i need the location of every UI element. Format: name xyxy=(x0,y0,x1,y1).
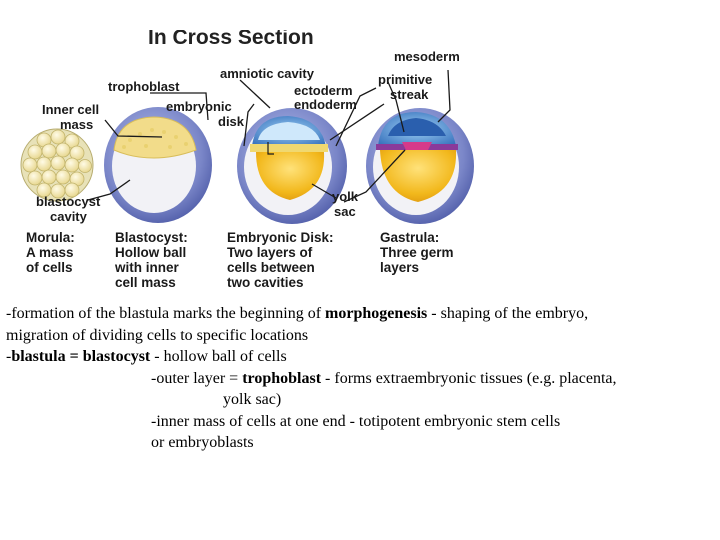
figure-title-cut: In Cross Section xyxy=(148,30,314,46)
text-line-7: or embryoblasts xyxy=(151,434,254,451)
text-segment: - shaping of the embryo, xyxy=(427,305,589,322)
text-line-5: yolk sac) xyxy=(223,391,282,408)
text-line-3: -blastula = blastocyst - hollow ball of … xyxy=(6,346,716,368)
caption-gastrula-line: Three germ xyxy=(380,245,454,260)
embryonic-disk-illustration xyxy=(237,108,347,224)
label-embryonic-disk-line2: disk xyxy=(218,114,245,129)
caption-blastocyst-title: Blastocyst: xyxy=(115,230,188,245)
label-yolk-sac-line2: sac xyxy=(334,204,356,219)
embryo-development-figure: In Cross Section xyxy=(20,30,474,290)
label-primitive-streak-line2: streak xyxy=(390,87,429,102)
caption-blastocyst-line: with inner xyxy=(115,260,179,275)
term-trophoblast: trophoblast xyxy=(242,369,322,387)
label-yolk-sac-line1: yolk xyxy=(332,189,359,204)
embryo-stages-illustration xyxy=(20,69,474,224)
caption-embryonic-disk-title: Embryonic Disk: xyxy=(227,230,334,245)
label-embryonic-disk-line1: embryonic xyxy=(166,99,232,114)
caption-morula-line: of cells xyxy=(26,260,73,275)
text-line-1: -formation of the blastula marks the beg… xyxy=(6,303,716,325)
label-blastocyst-cavity-line2: cavity xyxy=(50,209,87,224)
label-mesoderm: mesoderm xyxy=(394,49,460,64)
caption-gastrula-line: layers xyxy=(380,260,420,275)
label-inner-cell-mass-line1: Inner cell xyxy=(42,102,100,117)
caption-morula-line: A mass xyxy=(26,245,74,260)
blastocyst-illustration xyxy=(104,107,212,223)
text-line-4: -outer layer = trophoblast - forms extra… xyxy=(6,368,716,390)
label-amniotic-cavity: amniotic cavity xyxy=(220,66,314,81)
label-trophoblast: trophoblast xyxy=(108,79,180,94)
label-endoderm: endoderm xyxy=(294,97,357,112)
term-morphogenesis: morphogenesis xyxy=(325,305,428,322)
caption-morula-title: Morula: xyxy=(26,230,75,245)
label-pointers xyxy=(87,69,451,203)
caption-embryonic-disk-line: Two layers of xyxy=(227,245,313,260)
text-line-2: migration of dividing cells to specific … xyxy=(6,326,309,344)
morula-illustration xyxy=(20,128,94,202)
caption-blastocyst: Blastocyst: Hollow ball with inner cell … xyxy=(115,230,188,290)
text-segment: - forms extraembryonic tissues (e.g. pla… xyxy=(321,369,617,387)
label-primitive-streak-line1: primitive xyxy=(378,72,433,87)
caption-embryonic-disk: Embryonic Disk: Two layers of cells betw… xyxy=(227,230,334,290)
text-segment: - xyxy=(6,348,12,365)
label-inner-cell-mass-line2: mass xyxy=(60,117,94,132)
label-ectoderm: ectoderm xyxy=(294,83,353,98)
text-segment: -outer layer = xyxy=(151,369,243,387)
text-segment: - hollow ball of cells xyxy=(150,348,287,365)
gastrula-illustration xyxy=(366,108,474,224)
caption-gastrula-title: Gastrula: xyxy=(380,230,440,245)
caption-gastrula: Gastrula: Three germ layers xyxy=(380,230,454,275)
term-blastula-blastocyst: blastula = blastocyst xyxy=(11,348,151,365)
label-blastocyst-cavity-line1: blastocyst xyxy=(36,194,101,209)
caption-blastocyst-line: Hollow ball xyxy=(115,245,187,260)
body-text: -formation of the blastula marks the beg… xyxy=(6,303,716,454)
caption-embryonic-disk-line: two cavities xyxy=(227,275,304,290)
text-segment: -formation of the blastula marks the beg… xyxy=(6,305,326,322)
caption-blastocyst-line: cell mass xyxy=(115,275,176,290)
caption-embryonic-disk-line: cells between xyxy=(227,260,315,275)
text-line-6: -inner mass of cells at one end - totipo… xyxy=(151,412,561,430)
caption-morula: Morula: A mass of cells xyxy=(26,230,75,275)
